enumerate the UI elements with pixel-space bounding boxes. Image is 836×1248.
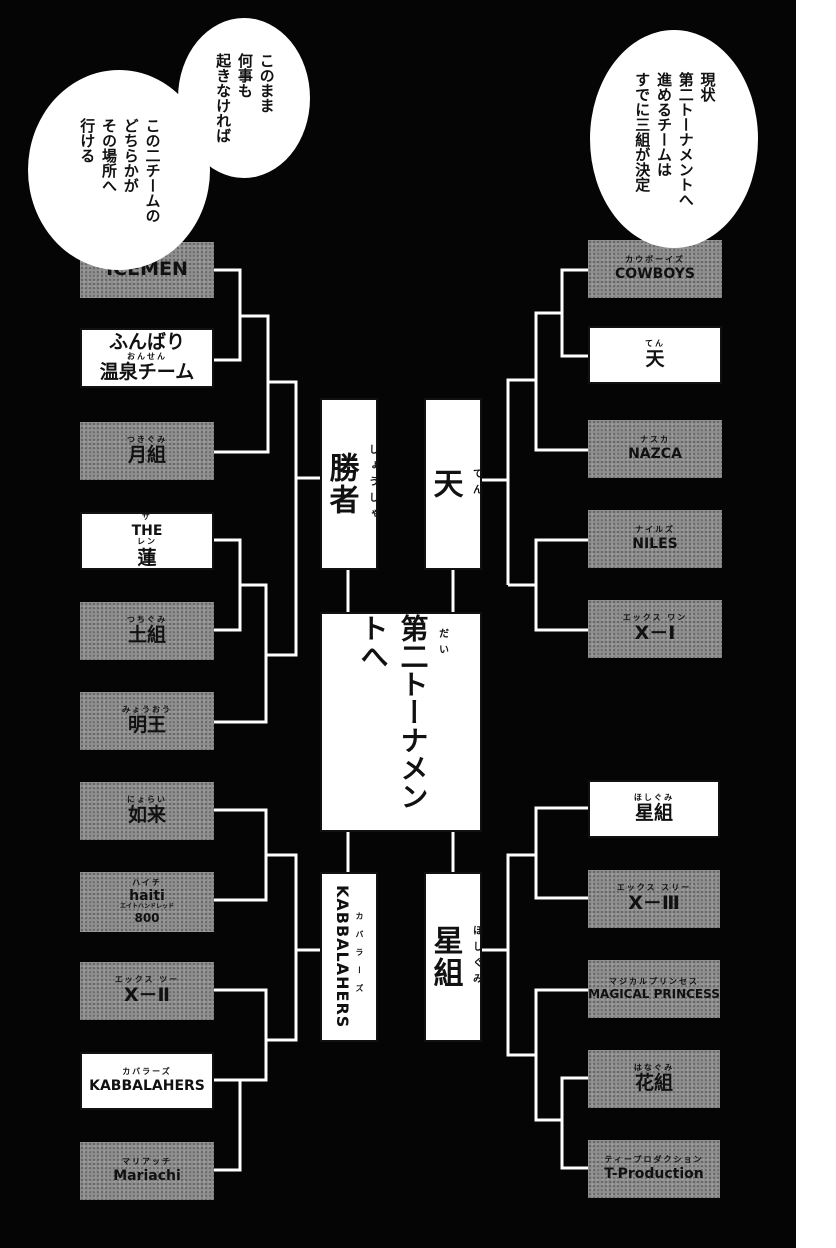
team-myouou: みょうおう 明王	[80, 692, 214, 750]
team-ruby: ほしぐみ	[633, 792, 675, 802]
team-name: X－Ⅲ	[628, 892, 680, 915]
team-ruby: はなぐみ	[633, 1062, 675, 1072]
team-name: NILES	[632, 535, 678, 552]
winner-text: 天	[427, 468, 463, 500]
team-kabbalahers: カバラーズ KABBALAHERS	[80, 1052, 214, 1110]
team-ruby: ナスカ	[640, 435, 670, 445]
speech-bubble-large: この二チームの どちらかが その場所へ 行ける	[28, 70, 210, 270]
team-ruby: ナイルズ	[635, 525, 675, 535]
team-x-2: エックス ツー X－Ⅱ	[80, 962, 214, 1020]
team-hanagumi: はなぐみ 花組	[588, 1050, 720, 1108]
team-name: 花組	[634, 1072, 673, 1095]
team-ruby: つきぐみ	[126, 434, 168, 444]
team-funbari-onsen: ふんばり おんせん 温泉チーム	[80, 328, 214, 388]
team-ruby: てん	[645, 338, 665, 348]
team-ruby: みょうおう	[122, 704, 172, 714]
bubble-text: このまま 何事も 起きなければ	[214, 53, 276, 143]
team-x-3: エックス スリー X－Ⅲ	[588, 870, 720, 928]
winner-bottom-left: KABBALAHERS カバラーズ	[320, 872, 378, 1042]
team-nyorai: にょらい 如来	[80, 782, 214, 840]
winner-text: 星組	[427, 925, 463, 989]
team-x-1: エックス ワン X－Ⅰ	[588, 600, 722, 658]
team-ruby: マリアッチ	[122, 1157, 172, 1167]
bubble-text: この二チームの どちらかが その場所へ 行ける	[78, 117, 162, 223]
center-second-tournament: 第二トーナメントへ だい	[320, 612, 482, 832]
left-bracket-lines	[214, 268, 350, 1172]
team-ruby: にょらい	[127, 794, 167, 804]
team-name-2: 蓮	[137, 546, 157, 569]
right-bracket-lines	[451, 268, 588, 1170]
team-ruby: ティープロダクション	[604, 1155, 704, 1165]
team-name: 天	[645, 348, 665, 371]
team-ruby-2: エイトハンドレッド	[119, 903, 174, 911]
team-ruby: カバラーズ	[122, 1067, 172, 1077]
winner-ruby: カバラーズ	[355, 912, 364, 1002]
winner-ruby: しょうしゃ	[366, 444, 378, 524]
team-name: COWBOYS	[615, 265, 695, 282]
team-ruby: おんせん	[127, 351, 167, 361]
team-name: 土組	[127, 624, 166, 647]
team-ruby: エックス ツー	[114, 974, 180, 984]
team-ruby: つちぐみ	[126, 614, 168, 624]
team-ruby: ハイチ	[132, 878, 162, 888]
team-name: haiti	[129, 888, 165, 905]
manga-page: ICEMEN ふんばり おんせん 温泉チーム つきぐみ 月組 ザ THE レン …	[0, 0, 796, 1248]
team-ten: てん 天	[588, 326, 722, 384]
center-ruby: だい	[436, 628, 448, 660]
team-name: THE	[131, 522, 163, 539]
team-name-2: 800	[134, 911, 160, 926]
page-margin	[796, 0, 836, 1248]
team-name: Mariachi	[113, 1167, 181, 1184]
center-text: 第二トーナメントへ	[356, 614, 430, 810]
team-ruby-2: レン	[137, 537, 157, 547]
team-name: X－Ⅱ	[123, 984, 171, 1007]
team-haiti-800: ハイチ haiti エイトハンドレッド 800	[80, 872, 214, 932]
team-t-production: ティープロダクション T-Production	[588, 1140, 720, 1198]
team-ruby: エックス ワン	[622, 612, 688, 622]
team-name: T-Production	[604, 1165, 704, 1182]
team-hoshigumi: ほしぐみ 星組	[588, 780, 720, 838]
team-name: 如来	[127, 804, 166, 827]
team-name: X－Ⅰ	[634, 622, 676, 645]
team-ruby: エックス スリー	[616, 882, 692, 892]
team-tsukigumi: つきぐみ 月組	[80, 422, 214, 480]
team-tsuchigumi: つちぐみ 土組	[80, 602, 214, 660]
winner-top-left: 勝者 しょうしゃ	[320, 398, 378, 570]
winner-ruby: ほしぐみ	[470, 925, 482, 989]
team-mariachi: マリアッチ Mariachi	[80, 1142, 214, 1200]
team-name: ふんばり	[108, 330, 185, 353]
team-name: 明王	[127, 714, 166, 737]
team-magical-princess: マジカルプリンセス MAGICAL PRINCESS	[588, 960, 720, 1018]
team-name: MAGICAL PRINCESS	[588, 986, 720, 1001]
team-ruby: マジカルプリンセス	[609, 976, 699, 986]
team-name: 月組	[127, 444, 166, 467]
winner-ruby: てん	[470, 468, 482, 500]
team-cowboys: カウボーイズ COWBOYS	[588, 240, 722, 298]
team-ruby: カウボーイズ	[625, 255, 685, 265]
team-name: NAZCA	[628, 445, 682, 462]
team-niles: ナイルズ NILES	[588, 510, 722, 568]
team-name: 星組	[634, 802, 673, 825]
bubble-text: 現状 第二トーナメントへ 進めるチームは すでに三組が決定	[633, 71, 717, 207]
team-name-2: 温泉チーム	[99, 361, 195, 384]
speech-bubble-right: 現状 第二トーナメントへ 進めるチームは すでに三組が決定	[590, 30, 758, 248]
winner-text: KABBALAHERS	[333, 885, 352, 1029]
winner-bottom-right: 星組 ほしぐみ	[424, 872, 482, 1042]
team-ruby: ザ	[142, 512, 152, 522]
winner-text: 勝者	[323, 452, 359, 516]
team-the-ren: ザ THE レン 蓮	[80, 512, 214, 570]
winner-top-right: 天 てん	[424, 398, 482, 570]
bracket-lines	[214, 268, 588, 1172]
team-name: KABBALAHERS	[89, 1077, 205, 1094]
team-nazca: ナスカ NAZCA	[588, 420, 722, 478]
